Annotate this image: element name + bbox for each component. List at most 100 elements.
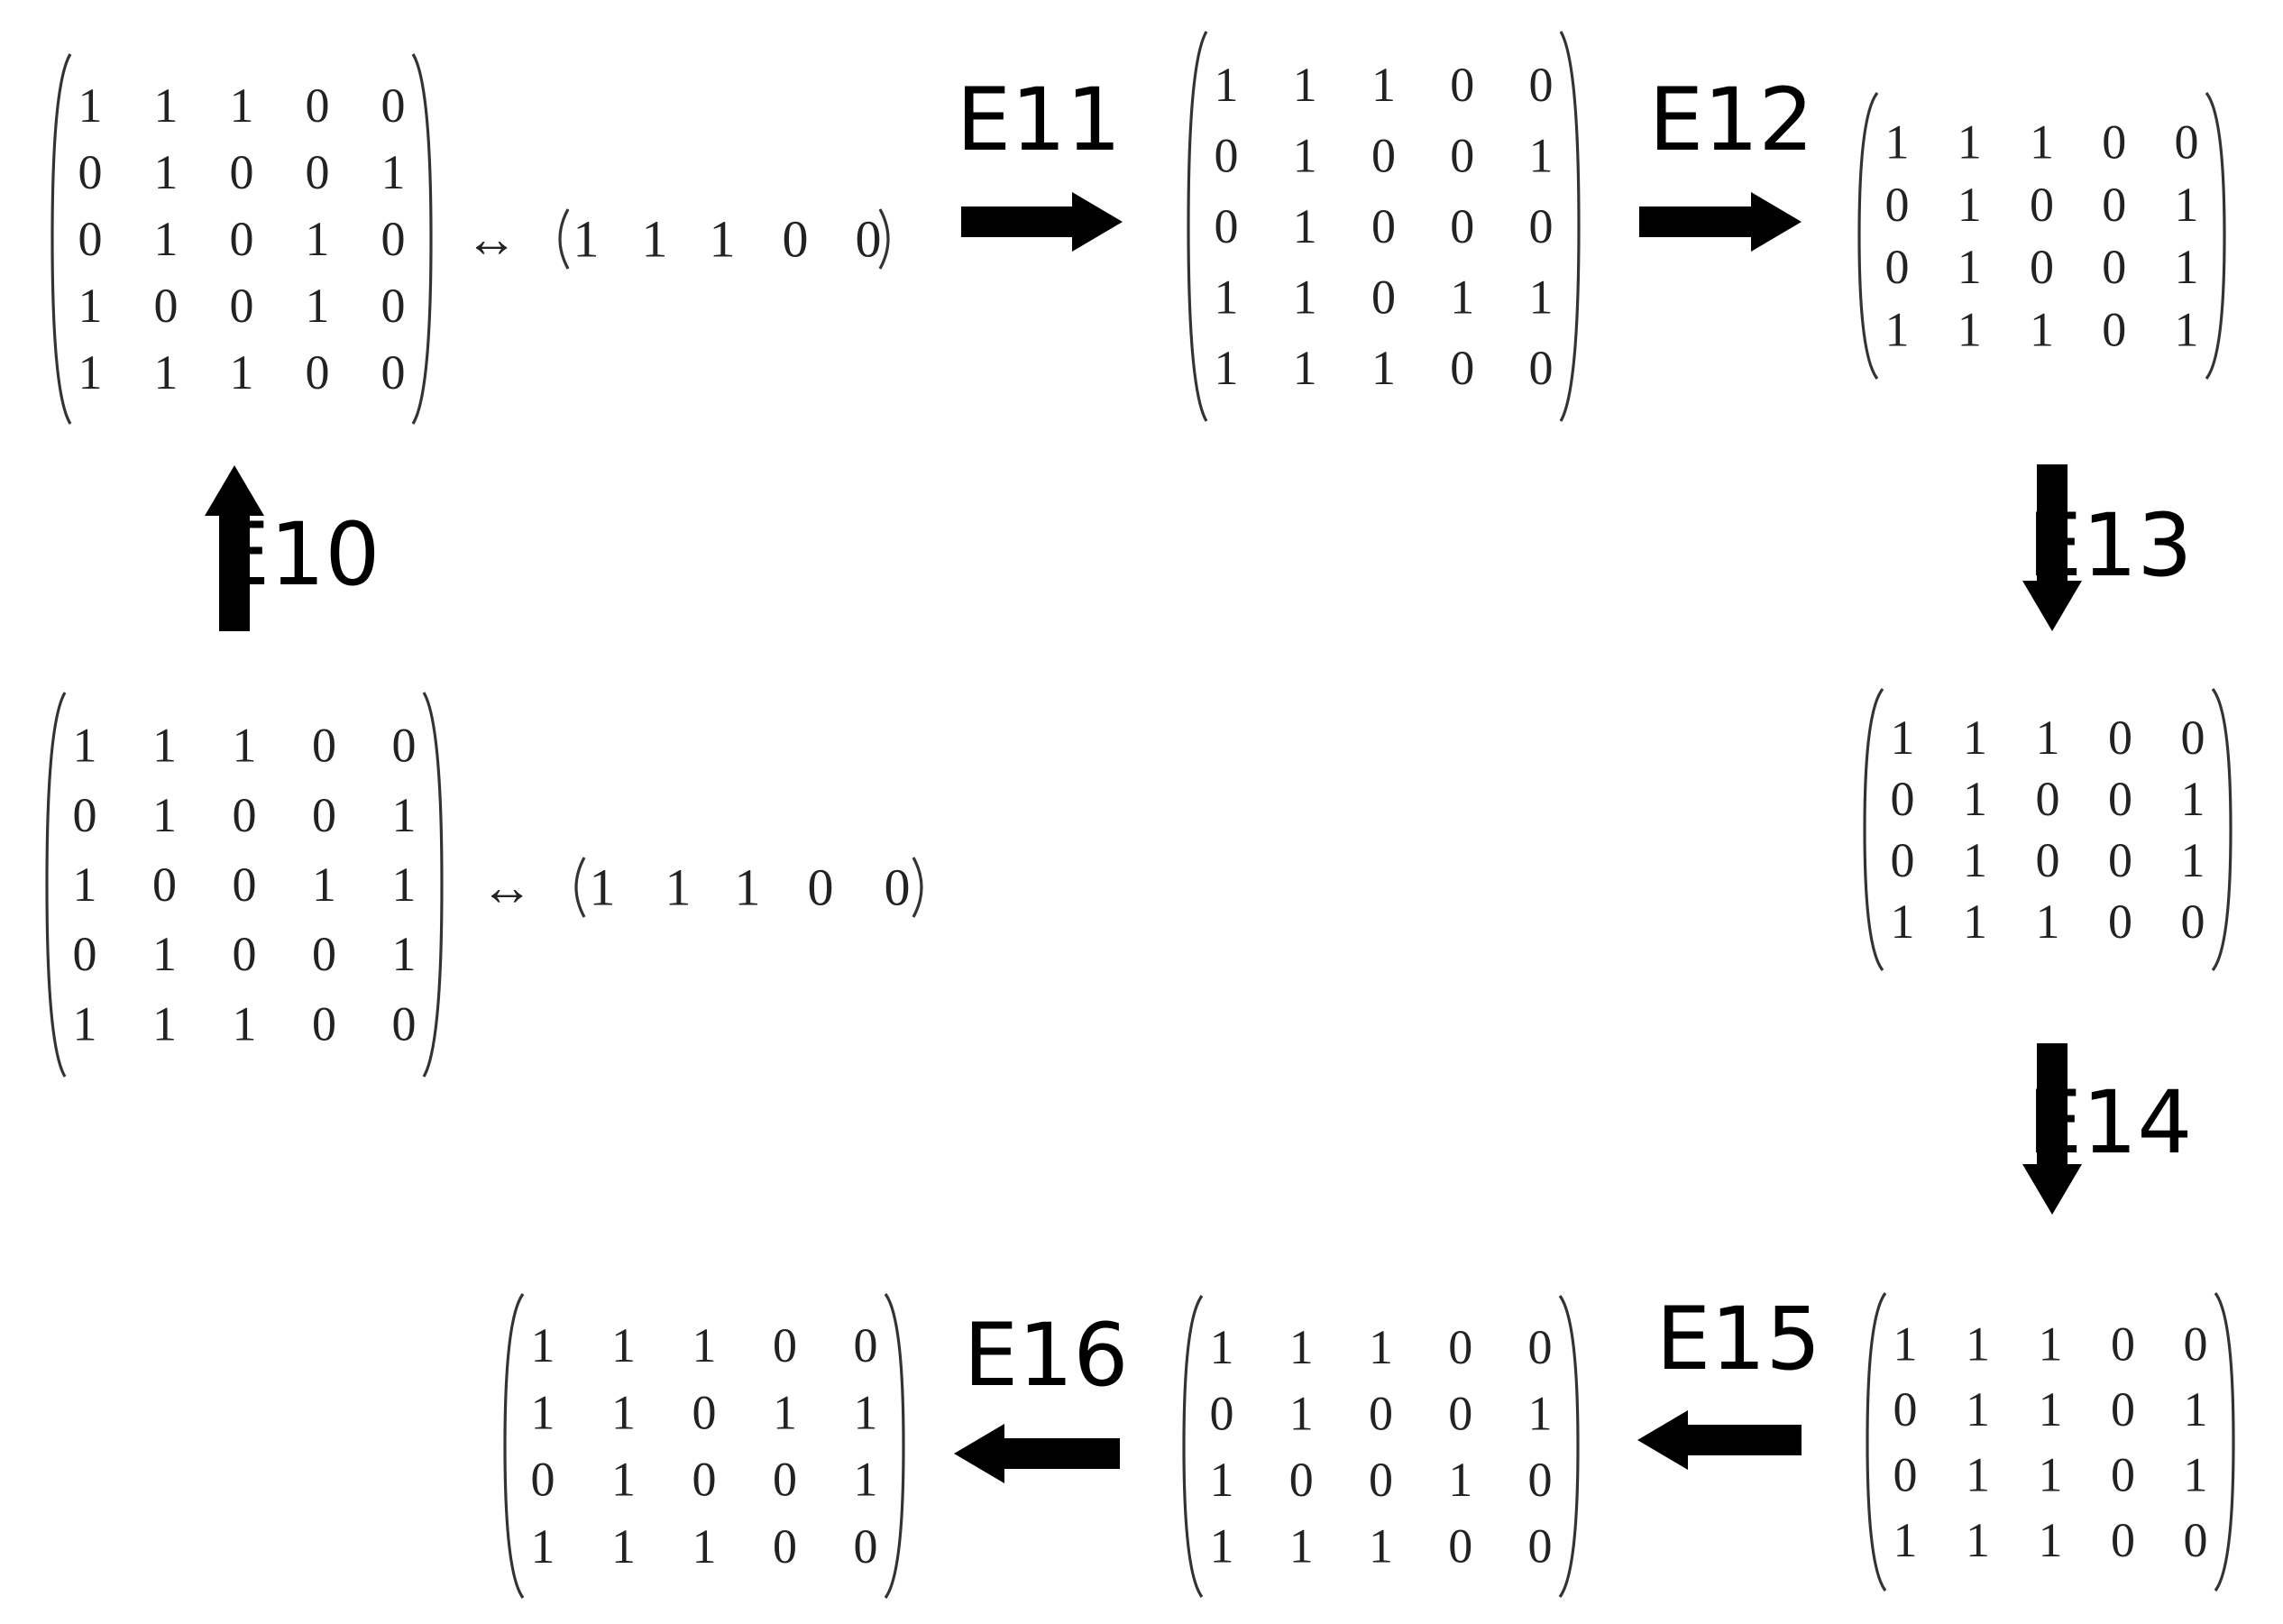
matrix-cell: 0 bbox=[1448, 1386, 1472, 1440]
matrix-cell: 1 bbox=[154, 345, 179, 399]
matrix-cell: 0 bbox=[381, 345, 406, 399]
matrix-left-bracket bbox=[45, 692, 67, 1078]
row-vector-value: 0 bbox=[783, 210, 809, 269]
matrix-cell: 0 bbox=[2030, 178, 2054, 232]
matrix-cell: 1 bbox=[1210, 1320, 1234, 1374]
step-e11: E11 bbox=[957, 69, 1123, 252]
matrix-cell: 1 bbox=[1210, 1518, 1234, 1573]
step-label: E14 bbox=[2028, 1072, 2193, 1173]
matrix-cell: 1 bbox=[1958, 115, 1982, 170]
matrix-cell: 1 bbox=[611, 1385, 636, 1439]
matrix-cell: 1 bbox=[2030, 115, 2054, 170]
matrix-cell: 1 bbox=[2039, 1382, 2063, 1436]
matrix-right-bracket bbox=[2211, 688, 2233, 971]
matrix-cell: 1 bbox=[611, 1519, 636, 1574]
matrix-cell: 0 bbox=[312, 996, 336, 1051]
matrix-right-bracket bbox=[2205, 92, 2226, 380]
step-e14: E14 bbox=[2022, 1043, 2192, 1215]
matrix-cell: 0 bbox=[306, 345, 330, 399]
matrix-cell: 1 bbox=[312, 858, 336, 912]
row-vector-right-paren bbox=[912, 857, 923, 918]
matrix-cell: 0 bbox=[230, 279, 254, 333]
matrix-cell: 0 bbox=[154, 279, 179, 333]
matrix-cell: 0 bbox=[381, 212, 406, 266]
matrix-cell: 1 bbox=[1289, 1386, 1314, 1440]
matrix-cell: 1 bbox=[2039, 1317, 2063, 1371]
matrix-cell: 1 bbox=[154, 78, 179, 133]
matrix-cell: 1 bbox=[233, 996, 257, 1051]
matrix-cell: 0 bbox=[1529, 341, 1554, 395]
matrix-cell: 1 bbox=[154, 212, 179, 266]
step-label: E12 bbox=[1649, 69, 1814, 170]
matrix-cell: 0 bbox=[2102, 178, 2126, 232]
matrix-cell: 1 bbox=[306, 212, 330, 266]
matrix-cell: 0 bbox=[2111, 1317, 2135, 1371]
matrix-cell: 1 bbox=[1963, 833, 1987, 887]
matrix-cell: 0 bbox=[2108, 833, 2132, 887]
arrow-down-icon bbox=[2022, 464, 2082, 631]
matrix-cell: 1 bbox=[1891, 711, 1915, 765]
matrix-cell: 0 bbox=[1450, 129, 1474, 183]
matrix-right-bracket bbox=[884, 1293, 905, 1599]
matrix-cell: 1 bbox=[230, 345, 254, 399]
matrix-cell: 1 bbox=[2039, 1447, 2063, 1501]
matrix-cell: 0 bbox=[1528, 1320, 1553, 1374]
step-label: E16 bbox=[964, 1305, 1129, 1406]
matrix-cell: 0 bbox=[1369, 1453, 1393, 1507]
matrix-cell: 0 bbox=[2108, 772, 2132, 826]
matrix-cell: 0 bbox=[1891, 772, 1915, 826]
matrix-cell: 1 bbox=[392, 858, 417, 912]
step-e13: E13 bbox=[2022, 464, 2192, 631]
matrix-cell: 1 bbox=[1293, 199, 1317, 253]
matrix-cell: 0 bbox=[2111, 1447, 2135, 1501]
matrix-cell: 1 bbox=[1448, 1453, 1472, 1507]
matrix-cell: 1 bbox=[1885, 115, 1910, 170]
matrix-cell: 1 bbox=[73, 858, 97, 912]
matrix-cell: 1 bbox=[152, 719, 177, 773]
matrix-cell: 1 bbox=[73, 996, 97, 1051]
matrix-left-bracket bbox=[1187, 31, 1208, 422]
row-vector-value: 1 bbox=[590, 858, 616, 917]
matrix-cell: 1 bbox=[773, 1385, 797, 1439]
step-label: E11 bbox=[957, 69, 1122, 170]
matrix-cell: 1 bbox=[2030, 302, 2054, 356]
matrix-cell: 0 bbox=[2184, 1317, 2208, 1371]
matrix-cell: 1 bbox=[1893, 1513, 1918, 1567]
step-label: E13 bbox=[2028, 495, 2193, 596]
matrix-cell: 1 bbox=[2181, 772, 2205, 826]
matrix-cell: 0 bbox=[392, 996, 417, 1051]
row-vector-left-paren bbox=[574, 857, 586, 918]
matrix-cell: 0 bbox=[854, 1318, 878, 1372]
matrix-cell: 1 bbox=[1963, 895, 1987, 949]
matrix-cell: 1 bbox=[1293, 129, 1317, 183]
matrix-cell: 1 bbox=[1529, 270, 1554, 324]
matrix-cell: 0 bbox=[1210, 1386, 1234, 1440]
matrix-cell: 1 bbox=[531, 1519, 555, 1574]
matrix-left-bracket bbox=[1866, 1292, 1887, 1592]
matrix-cell: 1 bbox=[1293, 58, 1317, 112]
matrix-left-bracket bbox=[1863, 688, 1884, 971]
matrix-cell: 1 bbox=[1215, 341, 1239, 395]
matrix-cell: 0 bbox=[233, 927, 257, 981]
matrix-left-bracket bbox=[503, 1293, 525, 1599]
matrix-cell: 0 bbox=[1450, 58, 1474, 112]
step-e12: E12 bbox=[1639, 69, 1813, 252]
row-vector-value: 0 bbox=[856, 210, 882, 269]
step-e16: E16 bbox=[954, 1305, 1128, 1483]
matrix-cell: 0 bbox=[1289, 1453, 1314, 1507]
arrow-left-icon bbox=[954, 1424, 1120, 1483]
row-vector-value: 0 bbox=[808, 858, 834, 917]
matrix-cell: 0 bbox=[1893, 1447, 1918, 1501]
matrix-cell: 0 bbox=[312, 719, 336, 773]
step-e10: E10 bbox=[205, 465, 380, 631]
matrix-cell: 1 bbox=[854, 1453, 878, 1507]
arrow-right-icon bbox=[961, 192, 1123, 252]
matrix-cell: 0 bbox=[2036, 772, 2060, 826]
matrix-cell: 0 bbox=[2102, 302, 2126, 356]
matrix-cell: 0 bbox=[692, 1385, 717, 1439]
row-vector-left-paren bbox=[558, 208, 570, 270]
matrix-cell: 0 bbox=[2108, 895, 2132, 949]
matrix-cell: 1 bbox=[1958, 302, 1982, 356]
